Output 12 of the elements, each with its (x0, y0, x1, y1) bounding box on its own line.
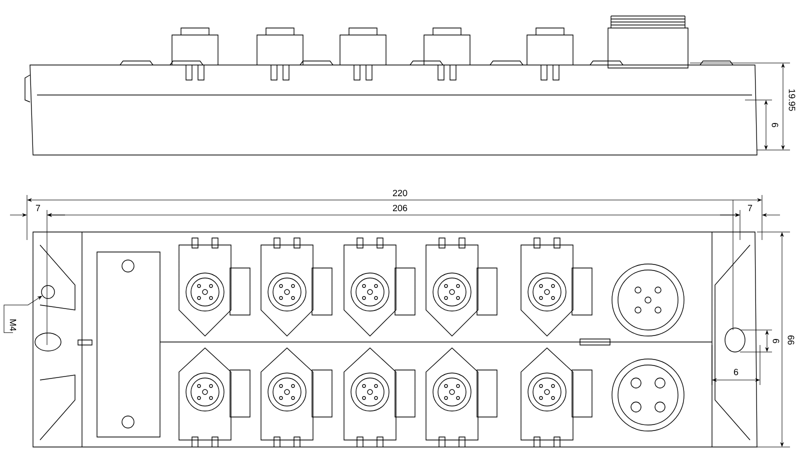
dimension-label: 6 (732, 368, 740, 376)
dimension-label: 19.95 (788, 88, 796, 112)
dimension-label: 220 (392, 188, 409, 198)
dimension-label: 7 (34, 204, 42, 212)
dimension-label: 66 (786, 334, 796, 346)
dimension-label: 7 (746, 204, 754, 212)
leader-line (4, 296, 42, 333)
dimension-label: 6 (772, 338, 780, 344)
dimension-label: 206 (392, 204, 409, 212)
dimension-label: 6 (770, 122, 780, 128)
mounting-hole (41, 285, 55, 299)
callout-label: M4 (10, 320, 16, 331)
